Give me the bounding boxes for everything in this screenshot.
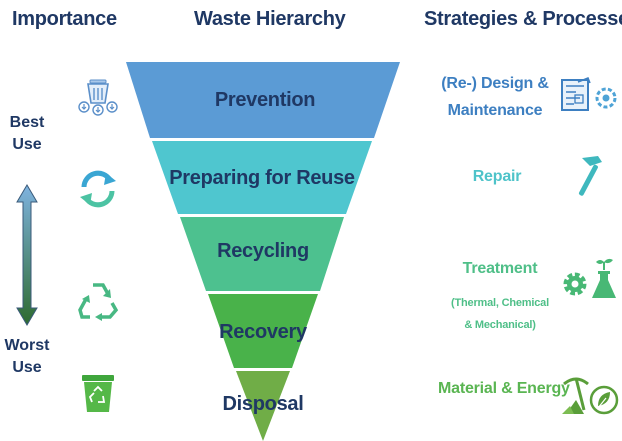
mining-leaf-icon bbox=[560, 372, 620, 420]
importance-header: Importance bbox=[12, 8, 117, 30]
tier-disposal-band bbox=[236, 371, 290, 441]
recycle-icon bbox=[76, 279, 120, 323]
strategy-design-maintenance: (Re-) Design & Maintenance bbox=[441, 75, 549, 119]
hammer-icon bbox=[568, 152, 608, 200]
strategies-header: Strategies & Processes bbox=[424, 8, 622, 30]
strategy-treatment-detail: (Thermal, Chemical & Mechanical) bbox=[451, 297, 549, 331]
waste-bin-icon bbox=[78, 371, 122, 415]
tier-recycling-band bbox=[180, 217, 344, 291]
strategy-treatment: Treatment bbox=[462, 260, 538, 277]
tier-preparing-for-reuse-band bbox=[152, 141, 372, 214]
strategy-repair: Repair bbox=[472, 168, 522, 185]
gear-flask-icon bbox=[560, 256, 620, 304]
blueprint-gear-icon bbox=[560, 76, 620, 116]
tier-recovery: Recovery bbox=[219, 321, 307, 343]
tier-prevention-band bbox=[126, 62, 400, 138]
tier-prevention: Prevention bbox=[214, 89, 316, 111]
sorting-bins-icon bbox=[76, 76, 120, 120]
reuse-cycle-icon bbox=[76, 167, 120, 211]
tier-preparing-for-reuse: Preparing for Reuse bbox=[169, 167, 355, 189]
tier-disposal: Disposal bbox=[222, 393, 304, 415]
tier-recovery-band bbox=[208, 294, 318, 368]
importance-scale-arrow bbox=[16, 184, 38, 331]
tier-recycling: Recycling bbox=[217, 240, 309, 262]
hierarchy-header: Waste Hierarchy bbox=[194, 8, 346, 30]
strategy-material-energy: Material & Energy bbox=[438, 380, 570, 397]
